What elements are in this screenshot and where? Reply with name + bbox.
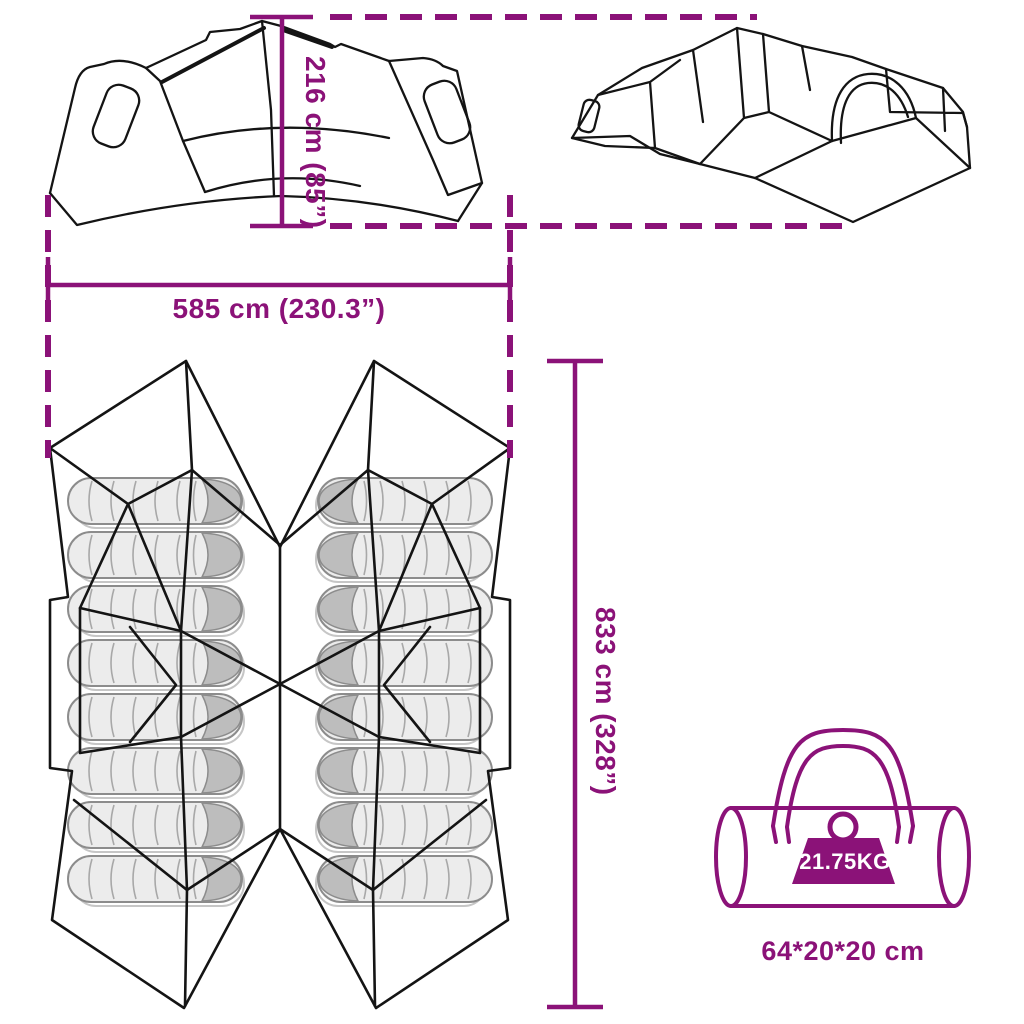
tent-floor-plan — [48, 359, 512, 1010]
side-view-window-right — [422, 79, 472, 145]
weight-icon — [792, 838, 895, 884]
height-dimension-label: 216 cm (85”) — [300, 56, 331, 229]
width-dimension-label: 585 cm (230.3”) — [172, 293, 386, 324]
package-size-label: 64*20*20 cm — [761, 936, 925, 966]
length-dimension-label: 833 cm (328”) — [590, 607, 621, 796]
sleeping-bags-right — [315, 477, 493, 907]
tent-side-view — [48, 19, 484, 227]
bag-handle — [771, 727, 915, 828]
package-weight-label: 21.75KG — [799, 849, 891, 874]
height-dimension-line — [250, 14, 313, 229]
sleeping-bags-left — [67, 477, 245, 907]
tent-perspective-view — [570, 26, 972, 224]
weight-loop — [827, 811, 859, 843]
perspective-window — [577, 98, 601, 134]
carry-bag-icon — [714, 727, 971, 908]
side-view-window-left — [91, 83, 141, 149]
dimension-lines — [45, 14, 850, 1010]
length-dimension-line — [547, 358, 603, 1010]
